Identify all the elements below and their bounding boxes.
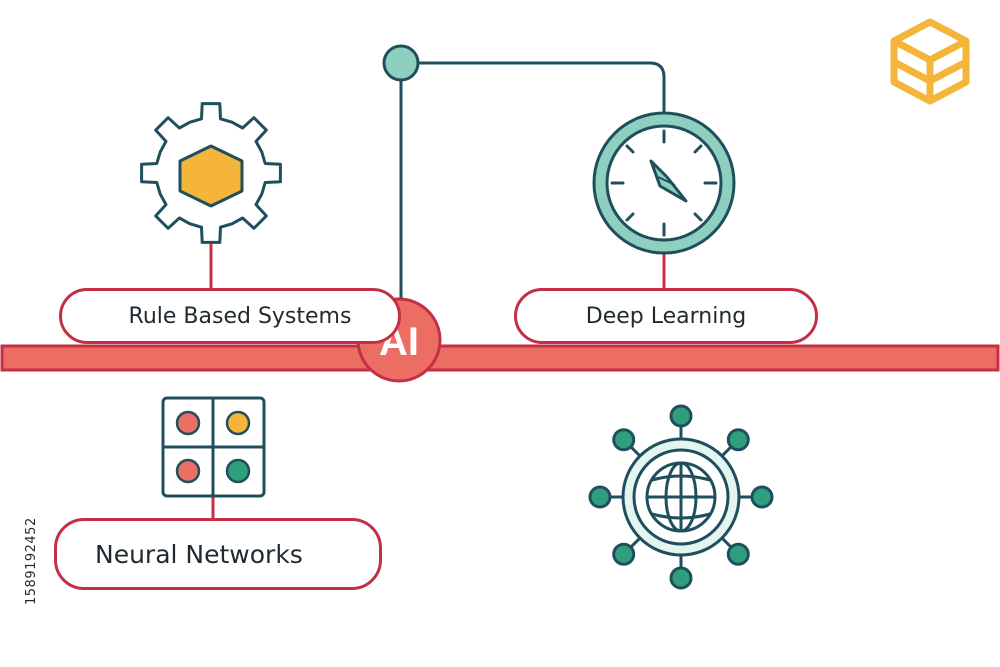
network-node-dot <box>612 428 636 452</box>
network-node-dot <box>588 485 612 509</box>
deep-learning-label: Deep Learning <box>585 303 747 329</box>
grid-dots-icon <box>161 396 266 498</box>
stock-image-id: 1589192452 <box>24 517 39 605</box>
network-node-dot <box>726 428 750 452</box>
neural-networks-label-box: Neural Networks <box>54 518 382 590</box>
network-node-dot <box>726 542 750 566</box>
stem-lines <box>209 240 666 520</box>
connector-node-dot <box>382 44 420 82</box>
gear-icon <box>140 102 282 244</box>
network-node-dot <box>669 566 693 590</box>
compass-icon <box>592 111 736 255</box>
rule-based-systems-label: Rule Based Systems <box>128 303 352 329</box>
network-node-dot <box>669 404 693 428</box>
network-node-dot <box>612 542 636 566</box>
connector-lines <box>399 61 666 300</box>
neural-networks-label: Neural Networks <box>95 539 303 569</box>
rule-based-systems-label-box: Rule Based Systems <box>59 288 401 344</box>
network-node-dot <box>750 485 774 509</box>
timeline-bar <box>0 344 1000 372</box>
globe-network-icon <box>588 404 774 590</box>
stack-logo-icon <box>890 18 970 105</box>
deep-learning-label-box: Deep Learning <box>514 288 818 344</box>
